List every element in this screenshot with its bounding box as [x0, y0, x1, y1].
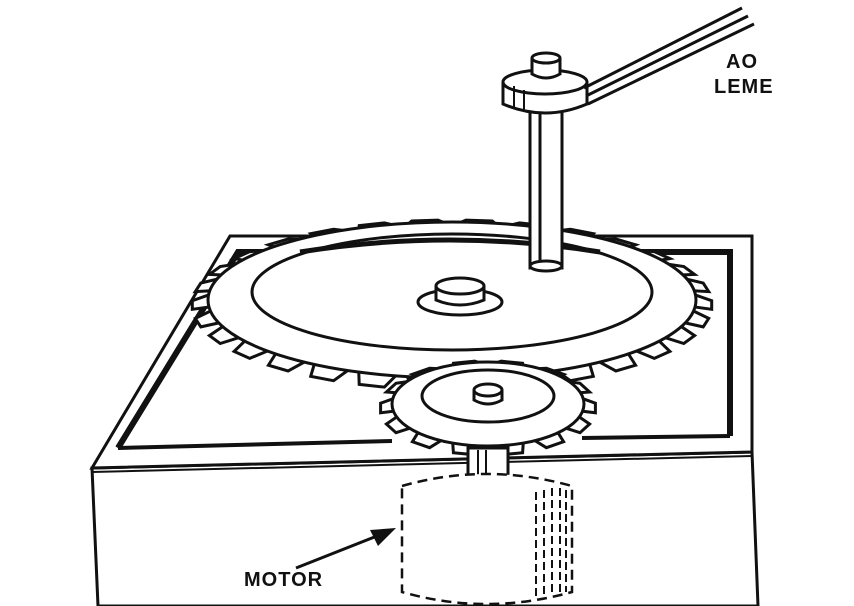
rudder-label-line1: AO: [726, 51, 758, 73]
shaft-top-nub: [530, 51, 562, 65]
rudder-cable: [583, 6, 755, 106]
small-gear-hub-top: [472, 382, 504, 398]
large-gear-hub-top: [434, 276, 486, 296]
shaft-body: [528, 98, 564, 270]
base-inner-rim-front-right: [581, 434, 731, 440]
rudder-shaft: [501, 51, 589, 273]
motor-outline: [400, 472, 574, 606]
motor: [400, 472, 574, 606]
small-gear: [379, 359, 597, 457]
base-inner-rim-front: [117, 439, 393, 450]
motor-shading: [535, 488, 567, 598]
motor-arrow: [295, 528, 396, 570]
base-edge-line: [91, 455, 753, 473]
shaft-bottom: [528, 259, 564, 273]
rudder-label-line2: LEME: [714, 76, 774, 98]
motor-label: MOTOR: [244, 569, 324, 591]
